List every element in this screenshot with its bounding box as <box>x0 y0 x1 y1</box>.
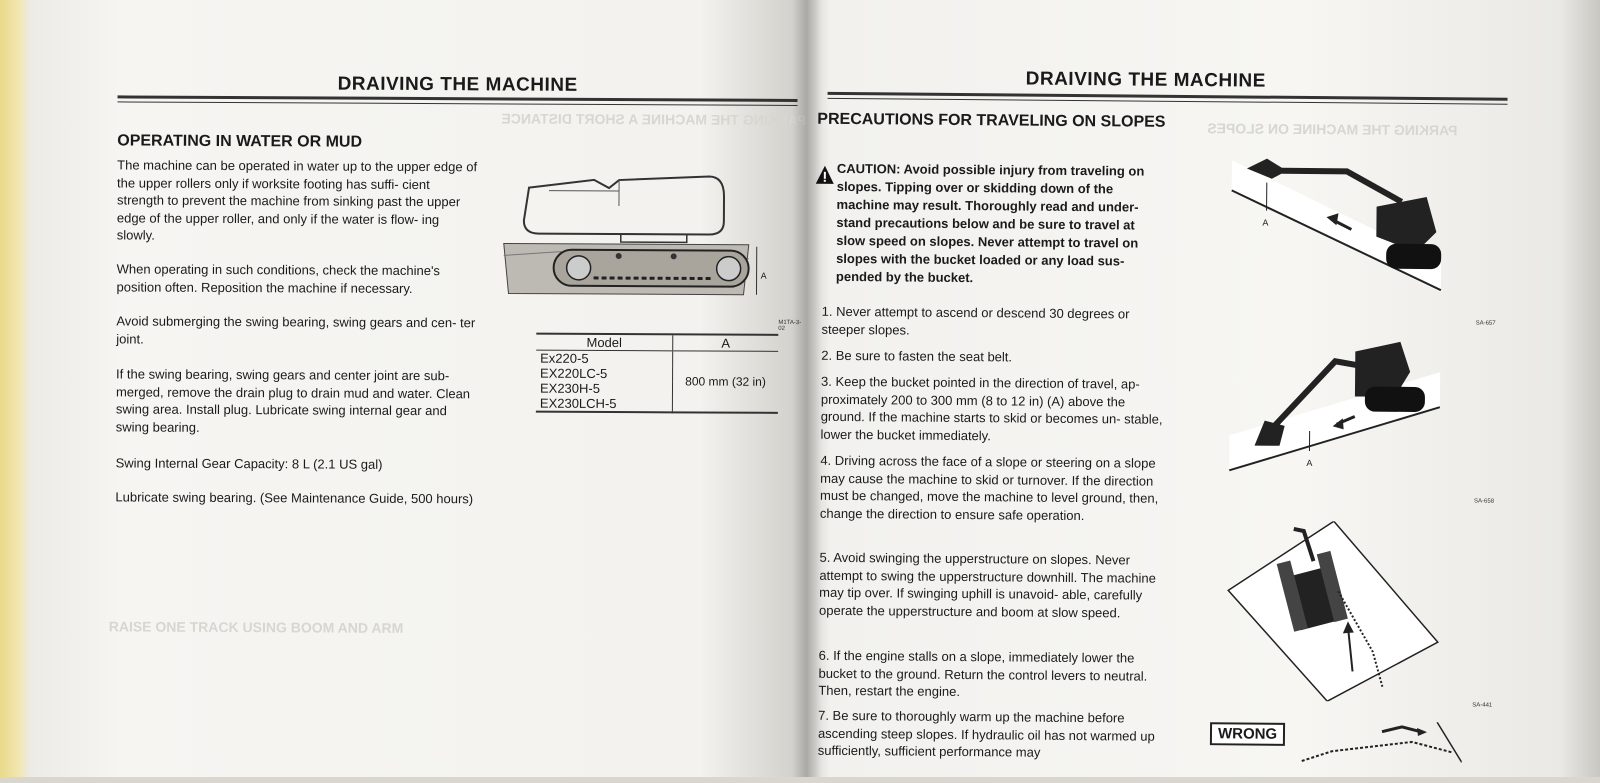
header-rule-thin <box>117 101 797 106</box>
table-model-cell: EX230LCH-5 <box>536 396 673 413</box>
page-header: DRAIVING THE MACHINE <box>338 74 578 97</box>
swing-figure <box>1222 520 1454 702</box>
table-header-row: Model A <box>536 335 778 352</box>
dimension-label: A <box>761 271 767 281</box>
list-item: 7. Be sure to thoroughly warm up the mac… <box>818 707 1163 763</box>
table-model-cell: Ex220-5 <box>536 350 673 366</box>
paragraph: Swing Internal Gear Capacity: 8 L (2.1 U… <box>116 454 476 473</box>
book-gutter <box>792 0 822 777</box>
section-title: OPERATING IN WATER OR MUD <box>117 132 362 151</box>
table-model-cell: EX220LC-5 <box>536 366 673 382</box>
dimension-label: A <box>1306 458 1312 468</box>
bleed-through-text: PARKING THE MACHINE A SHORT DISTANCE <box>501 110 806 128</box>
table-model-cell: EX230H-5 <box>536 381 673 397</box>
figure-tag: SA-658 <box>1474 498 1494 504</box>
slope-figure-ascending: A <box>1224 325 1455 477</box>
list-item: 3. Keep the bucket pointed in the direct… <box>821 373 1167 446</box>
table-header-a: A <box>673 335 779 351</box>
excavator-mud-figure: A <box>498 165 789 307</box>
list-item: 4. Driving across the face of a slope or… <box>820 452 1166 525</box>
paragraph: Avoid submerging the swing bearing, swin… <box>116 312 476 349</box>
paragraph: Lubricate swing bearing. (See Maintenanc… <box>115 488 475 507</box>
dimension-label: A <box>1262 218 1268 228</box>
bleed-through-text: RAISE ONE TRACK USING BOOM AND ARM <box>109 618 404 636</box>
list-item: 6. If the engine stalls on a slope, imme… <box>818 647 1163 703</box>
list-item: 1. Never attempt to ascend or descend 30… <box>821 303 1166 341</box>
caution-text: CAUTION: Avoid possible injury from trav… <box>836 160 1167 289</box>
right-page: PARKING THE MACHINE ON SLOPES DRAIVING T… <box>822 0 1559 780</box>
list-item: 5. Avoid swinging the upperstructure on … <box>819 549 1165 622</box>
model-table: Model A Ex220-5 800 mm (32 in) EX220LC-5… <box>536 335 778 414</box>
figure-tag: SA-441 <box>1472 702 1492 708</box>
left-page: PARKING THE MACHINE A SHORT DISTANCE RAI… <box>28 0 807 779</box>
list-item: 2. Be sure to fasten the seat belt. <box>821 347 1166 368</box>
slope-figure-descending: A <box>1226 150 1457 292</box>
wrong-figure <box>1292 721 1463 782</box>
page-header: DRAIVING THE MACHINE <box>1026 69 1266 93</box>
table-header-model: Model <box>536 335 673 351</box>
figure-tag: SA-657 <box>1476 320 1496 326</box>
section-title: PRECAUTIONS FOR TRAVELING ON SLOPES <box>817 111 1165 132</box>
wrong-label: WRONG <box>1210 722 1285 746</box>
paragraph: The machine can be operated in water up … <box>117 156 477 245</box>
table-value-cell: 800 mm (32 in) <box>672 351 778 413</box>
table-row: Ex220-5 800 mm (32 in) <box>536 350 778 367</box>
paragraph: When operating in such conditions, check… <box>116 260 476 297</box>
paragraph: If the swing bearing, swing gears and ce… <box>116 365 476 437</box>
bleed-through-text: PARKING THE MACHINE ON SLOPES <box>1207 120 1457 138</box>
